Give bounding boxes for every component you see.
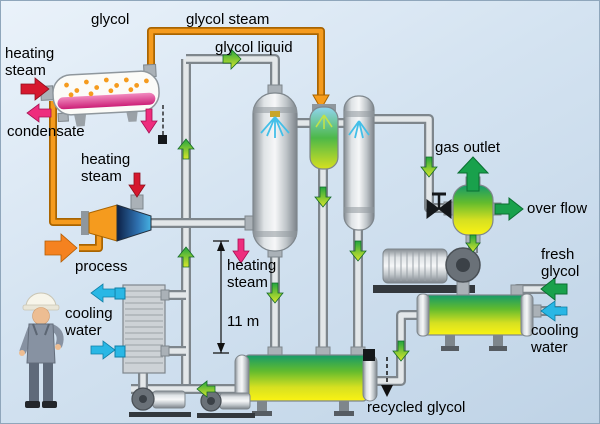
label-over-flow: over flow xyxy=(527,200,588,217)
label-glycol-liquid: glycol liquid xyxy=(215,39,293,56)
level-arrow xyxy=(140,108,158,134)
cooling-water-in-arrow xyxy=(90,340,116,360)
level-instrument xyxy=(158,135,167,144)
label-column-height: 11 m xyxy=(227,313,260,330)
label-cooling-water-right: cooling water xyxy=(531,322,579,356)
cooling-water-out-arrow xyxy=(90,283,116,303)
label-recycled-glycol: recycled glycol xyxy=(367,399,466,416)
recycled-glycol-tank xyxy=(234,346,378,416)
main-column xyxy=(244,84,298,258)
spray-nozzle xyxy=(260,116,290,138)
label-cooling-water-left: cooling water xyxy=(65,305,113,339)
fresh-glycol-arrow xyxy=(540,276,568,302)
gas-outlet-arrow xyxy=(456,156,490,192)
stripper-column xyxy=(343,95,375,231)
evaporator-vessel xyxy=(40,63,160,127)
label-process: process xyxy=(75,258,128,275)
heating-steam-arrow-ejector xyxy=(128,172,146,198)
label-heating-steam-ejector: heating steam xyxy=(81,151,131,185)
label-gas-outlet: gas outlet xyxy=(435,139,501,156)
tank-fitting xyxy=(363,349,375,361)
condenser-column xyxy=(309,104,339,170)
process-arrow xyxy=(44,233,78,263)
bottom-pumps xyxy=(129,387,255,418)
over-flow-arrow xyxy=(494,196,524,222)
orange-glycol-piping xyxy=(49,27,330,252)
label-heating-steam-column: heating steam xyxy=(227,257,277,291)
boiling-glycol-bubbles xyxy=(64,77,149,98)
recycled-glycol-arrow xyxy=(381,385,393,397)
glycol-cooler xyxy=(416,284,542,351)
spray-nozzle xyxy=(315,114,333,129)
spray-nozzle xyxy=(348,120,370,139)
label-condensate: condensate xyxy=(7,123,85,140)
label-glycol: glycol xyxy=(91,11,130,28)
plate-heat-exchanger xyxy=(114,284,170,374)
steam-ejector xyxy=(81,194,152,242)
heating-steam-arrow xyxy=(20,77,50,101)
label-glycol-steam: glycol steam xyxy=(186,11,270,28)
condensate-arrow xyxy=(26,103,52,123)
label-fresh-glycol: fresh glycol xyxy=(541,246,580,280)
flow-direction-markers xyxy=(177,48,481,398)
worker-figure xyxy=(19,292,64,408)
label-heating-steam-evaporator: heating steam xyxy=(5,45,55,79)
glycol-steam-arrow xyxy=(312,94,330,111)
heating-steam-arrow-column xyxy=(232,238,250,264)
circulation-pump xyxy=(373,247,481,298)
height-dimension-line xyxy=(213,240,229,354)
cooling-water-right-arrow xyxy=(540,300,568,322)
valve-icon xyxy=(426,192,452,219)
